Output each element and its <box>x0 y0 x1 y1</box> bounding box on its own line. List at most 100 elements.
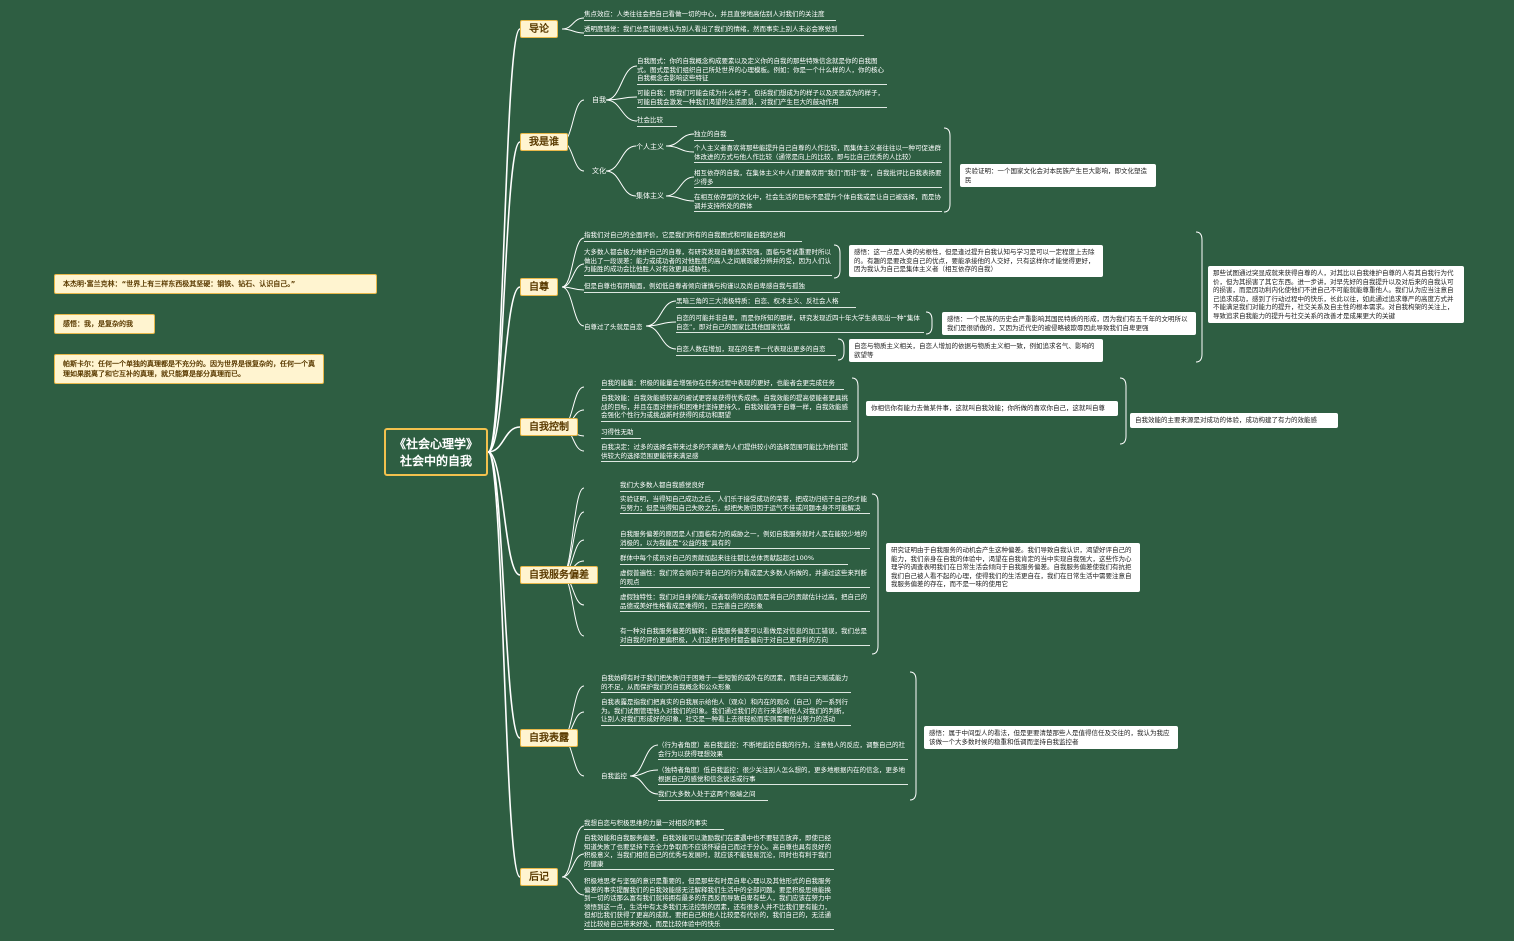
narc-sub-0 <box>645 300 677 327</box>
narc-sub-1 <box>645 321 677 327</box>
culture-sub-0 <box>605 145 637 172</box>
leaf-self-determination: 自我决定：过多的选择会带来过多的不满意为人们提供较小的选择范围可能比为他们提供较… <box>601 443 851 462</box>
leaf-group-contribution: 群体中每个成员对自己的贡献加起来往往都比总体贡献起超过100% <box>620 554 848 565</box>
leaf-transparency-illusion: 透明度错觉：我们总是错误地认为别人看出了我们的情绪，然而事实上别人未必会察觉到 <box>584 25 864 36</box>
node-narcissism[interactable]: 自尊过了头就是自恋 <box>584 323 643 331</box>
leaf-self-esteem-maintenance: 大多数人都会极力维护自己的自尊，有研究发现自尊追求较强，面临与考试重要时所以做出… <box>584 248 832 276</box>
node-self[interactable]: 自我 <box>592 96 606 104</box>
bracket-culture <box>943 127 951 213</box>
bracket-control2 <box>1119 377 1127 445</box>
leaf-dark-triad: 黑暗三角的三大消极特质：自恋、权术主义、反社会人格 <box>676 297 856 308</box>
bracket-esteem-summary <box>1195 231 1203 363</box>
note-self-monitoring-insight: 感悟：属于中间型人的看法，但是更要清楚那些人是值得信任及交往的，我认为我应该做一… <box>924 726 1178 749</box>
leaf-low-self-monitoring: （独特者角度）低自我监控：很少关注别人怎么想的，更多地根据内在的信念，更多地根据… <box>658 766 908 785</box>
note-self-esteem-summary: 那些试图通过突显成就来获得自尊的人，对其比以自我维护自尊的人有其自我行为代价，但… <box>1208 266 1464 323</box>
root-link-6 <box>487 451 521 878</box>
leaf-between-extremes: 我们大多数人处于这两个极端之间 <box>658 790 768 801</box>
leaf-false-consensus: 虚假普遍性：我们常会倾向于将自己的行为看成是大多数人所做的，并通过这些来判断的观… <box>620 569 870 588</box>
topic-link-287-0 <box>561 237 585 288</box>
leaf-self-esteem-definition: 指我们对自己的全面评价，它是我们所有的自我图式和可能自我的总和 <box>584 231 802 242</box>
leaf-independent-self: 独立的自我 <box>694 130 734 141</box>
bracket-esteem <box>833 244 841 279</box>
leaf-interdependent-self: 相互依存的自我，在集体主义中人们更喜欢用“我们”而非“我”，自我批评比自我表扬要… <box>694 169 942 188</box>
bracket-presentation <box>909 671 917 801</box>
node-culture[interactable]: 文化 <box>592 167 606 175</box>
note-narcissism-insight: 感悟：一个民族的历史会严重影响其国民特质的形成，因为我们有五千年的文明所以我们是… <box>942 312 1196 335</box>
quote-franklin[interactable]: 本杰明·富兰克林：“世界上有三样东西极其坚硬：钢铁、钻石、认识自己。” <box>54 274 377 294</box>
root-link-2 <box>487 286 521 453</box>
bracket-narc <box>925 311 933 335</box>
leaf-epilogue-positive-thinking: 积极地思考与坚强的意识是重要的，但是那些有时是自卑心理以及其他形式的自我服务偏差… <box>584 877 834 930</box>
leaf-high-self-monitoring: （行为者角度）高自我监控：不断地监控自我的行为，注意他人的反应，调整自己的社会行… <box>658 741 908 760</box>
quote-insight[interactable]: 感悟：我，是复杂的我 <box>54 314 155 334</box>
root-subtitle: 社会中的自我 <box>399 454 472 468</box>
leaf-possible-self: 可能自我：即我们可能会成为什么样子，包括我们想成为的样子以及厌恶成为的样子，可能… <box>637 89 887 108</box>
node-self-monitoring[interactable]: 自我监控 <box>601 772 627 780</box>
leaf-feel-good: 我们大多数人都自我感觉良好 <box>620 481 720 492</box>
bracket-bias <box>871 493 879 655</box>
topic-link-287-2 <box>561 286 585 291</box>
topic-link-29-0 <box>561 17 585 30</box>
topic-self-esteem[interactable]: 自尊 <box>520 278 558 296</box>
leaf-self-handicapping: 自我妨碍有时于我们把失败归于困难于一些短暂的或外在的因素，而非自己天赋或能力的不… <box>601 674 851 693</box>
leaf-self-esteem-dark-side: 但是自尊也有阴暗面，例如低自尊者倾向谨慎与拘谨以及尚自卑感自我与孤独 <box>584 282 840 293</box>
topic-self-presentation[interactable]: 自我表露 <box>520 729 578 747</box>
bracket-control <box>851 377 859 463</box>
self-sub-0 <box>605 65 638 101</box>
mon-sub-0 <box>629 744 659 777</box>
ind-sub-0 <box>665 133 695 147</box>
leaf-epilogue-intro: 我想自恋与积极思维的力量一对相反的事实 <box>584 819 724 830</box>
node-individualism[interactable]: 个人主义 <box>636 143 664 151</box>
topic-self-serving-bias[interactable]: 自我服务偏差 <box>520 566 598 584</box>
col-sub-1 <box>665 195 695 202</box>
narc-sub-2 <box>645 325 677 350</box>
root-title: 《社会心理学》 <box>393 437 478 451</box>
leaf-collectivism-goal: 在相互依存型的文化中，社会生活的目标不是提升个体自我或是让自己被选择，而是协调并… <box>694 193 942 212</box>
topic-self-control[interactable]: 自我控制 <box>520 418 578 436</box>
root-link-0 <box>487 28 521 453</box>
leaf-epilogue-efficacy: 自我效能和自我服务偏差，自我效能可以激励我们在遭遇中也不要轻言放弃，即使已经知道… <box>584 834 834 870</box>
leaf-self-presentation: 自我表露是指我们把真实的自我展示给他人（观众）和内在的观众（自己）的一系列行为。… <box>601 698 851 726</box>
leaf-self-energy: 自我的能量：积极的能量会增强你在任务过程中表现的更好，也能者会更完成任务 <box>601 379 844 390</box>
note-self-serving-research: 研究证明由于自我服务的动机会产生这种偏差。我们导致自我认识，渴望好评自己的能力，… <box>886 543 1140 592</box>
leaf-individualism-comparison: 个人主义者喜欢将那些能提升自己自尊的人作比较，而集体主义者往往以一种可促进群体改… <box>694 144 942 163</box>
topic-link-877-0 <box>561 825 585 878</box>
root-link-3 <box>487 426 521 453</box>
leaf-bias-reason: 自我服务偏差的原因是人们面临有力的威胁之一，例如自我服务就时人是在能较少地的消极… <box>620 530 870 549</box>
note-narcissism-materialism: 自恋与物质主义相关，自恋人增加的依据与物质主义相一致，例如追求名气、影响的欲望等 <box>849 339 1103 362</box>
topic-epilogue[interactable]: 后记 <box>520 868 558 886</box>
col-sub-0 <box>665 176 695 197</box>
leaf-attribution-experiment: 实验证明，当得知自己成功之后，人们乐于接受成功的荣誉，把成功归结于自己的才能与努… <box>620 495 870 514</box>
leaf-learned-helplessness: 习得性无助 <box>601 428 641 439</box>
leaf-self-efficacy: 自我效能：自我效能感较高的被试更容易获得优秀成绩。自我效能的提高使能者更具挑战的… <box>601 394 851 422</box>
root-topic[interactable]: 《社会心理学》 社会中的自我 <box>384 428 488 476</box>
note-self-esteem-insight: 感悟：这一点是人类的劣根性，但是逢过提升自我认知与学习是可以一定程度上去除的。有… <box>849 245 1103 277</box>
root-link-4 <box>487 451 521 576</box>
leaf-social-comparison: 社会比较 <box>637 116 677 127</box>
node-collectivism[interactable]: 集体主义 <box>636 192 664 200</box>
topic-who-am-i[interactable]: 我是谁 <box>520 133 568 151</box>
leaf-self-schema: 自我图式：你的自我概念构成要素以及定义你的自我的那些特殊信念就是你的自我图式。图… <box>637 57 887 85</box>
leaf-false-uniqueness: 虚假独特性：我们对自身的能力或者取得的成功而是将自己的贡献估计过高，把自己的品德… <box>620 593 870 612</box>
quote-pascal[interactable]: 帕斯卡尔：任何一个单独的真理都是不充分的。因为世界是很复杂的，任何一个真理如果脱… <box>54 354 324 384</box>
root-link-5 <box>487 451 521 739</box>
culture-sub-1 <box>605 170 637 197</box>
ind-sub-1 <box>665 145 695 153</box>
note-efficacy-source: 自我效能的主要来源是对成功的体验，成功构建了有力的效能感 <box>1130 413 1338 428</box>
note-efficacy-vs-esteem: 你相信你有能力去做某件事，这就叫自我效能；你所做的喜欢你自己，这就叫自尊 <box>866 401 1118 416</box>
mon-sub-2 <box>629 775 659 795</box>
self-sub-2 <box>605 99 638 122</box>
topic-link-287-1 <box>561 263 585 288</box>
leaf-spotlight-effect: 焦点效应：人类往往会把自己看做一切的中心，并且直觉地高估别人对我们的关注度 <box>584 10 836 21</box>
leaf-collective-narcissism: 自恋的可能并非自卑，而是你所知的那样，研究发现近四十年大学生表现出一种“集体自恋… <box>676 314 924 333</box>
leaf-narcissism-rising: 自恋人数在增加，现在的年青一代表现出更多的自恋 <box>676 345 836 356</box>
topic-introduction[interactable]: 导论 <box>520 20 558 38</box>
topic-link-29-1 <box>561 28 585 34</box>
leaf-bias-explanation: 有一种对自我服务偏差的解释：自我服务偏差可以看做是对信息的加工错误，我们总是对自… <box>620 627 870 646</box>
topic-link-877-2 <box>561 876 585 896</box>
note-culture-experiment: 实验证明：一个国家文化会对本民族产生巨大影响，即文化塑造民 <box>960 164 1156 187</box>
root-link-1 <box>487 141 521 453</box>
topic-link-877-1 <box>561 853 585 878</box>
bracket-materialism <box>837 338 845 361</box>
